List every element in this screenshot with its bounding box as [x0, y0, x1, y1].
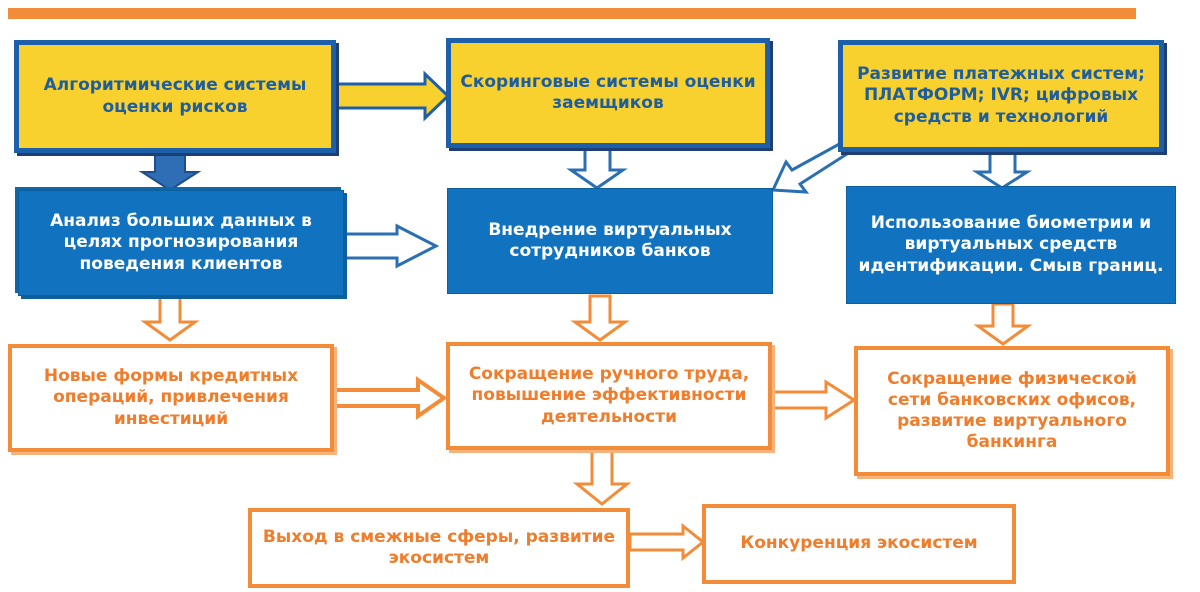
box-algorithmic-label: Алгоритмические системы оценки рисков: [43, 75, 307, 117]
box-manual-labor-reduction: Сокращение ручного труда, повышение эффе…: [446, 342, 772, 450]
box-virtual-label: Внедрение виртуальных сотрудников банков: [488, 219, 732, 261]
box-payments-label: Развитие платежных систем; ПЛАТФОРМ; IVR…: [857, 64, 1145, 127]
arrow-payments-to-virtual: [770, 140, 853, 194]
top-accent-bar: [8, 8, 1136, 19]
box-biometrics: Использование биометрии и виртуальных ср…: [846, 186, 1176, 304]
box-scoring-label: Скоринговые системы оценки заемщиков: [460, 71, 756, 113]
box-adjacent-label: Выход в смежные сферы, развитие экосисте…: [262, 526, 616, 568]
arrow-bigdata-down: [140, 294, 200, 342]
box-bigdata-label: Анализ больших данных в целях прогнозиро…: [50, 211, 312, 274]
arrow-virtual-down: [570, 294, 630, 342]
box-biometrics-label: Использование биометрии и виртуальных ср…: [858, 213, 1164, 276]
box-virtual-staff: Внедрение виртуальных сотрудников банков: [447, 188, 773, 294]
box-credit-label: Новые формы кредитных операций, привлече…: [43, 366, 299, 429]
box-adjacent-spheres: Выход в смежные сферы, развитие экосисте…: [248, 508, 630, 588]
arrow-adjacent-to-competition: [628, 522, 706, 562]
arrow-algorithmic-down: [138, 151, 202, 192]
arrow-algorithmic-to-scoring: [331, 70, 451, 122]
box-competition-label: Конкуренция экосистем: [740, 533, 978, 554]
box-office-network-reduction: Сокращение физической сети банковских оф…: [854, 346, 1170, 476]
box-scoring-systems: Скоринговые системы оценки заемщиков: [446, 38, 770, 148]
arrow-manual-to-offices: [770, 379, 857, 421]
box-manual-label: Сокращение ручного труда, повышение эффе…: [468, 364, 750, 427]
box-offices-label: Сокращение физической сети банковских оф…: [887, 368, 1137, 453]
arrow-manual-down: [572, 448, 632, 506]
box-new-credit-forms: Новые формы кредитных операций, привлече…: [8, 344, 334, 452]
box-big-data-analysis: Анализ больших данных в целях прогнозиро…: [18, 190, 344, 296]
arrow-scoring-down: [566, 146, 628, 190]
arrow-credit-to-manual: [331, 376, 448, 420]
arrow-payments-down: [971, 150, 1033, 190]
box-payment-systems: Развитие платежных систем; ПЛАТФОРМ; IVR…: [838, 40, 1164, 152]
box-ecosystem-competition: Конкуренция экосистем: [702, 504, 1016, 584]
arrow-bigdata-to-virtual: [343, 223, 440, 269]
arrow-biometrics-down: [973, 302, 1033, 346]
box-algorithmic-risk-systems: Алгоритмические системы оценки рисков: [14, 40, 336, 153]
